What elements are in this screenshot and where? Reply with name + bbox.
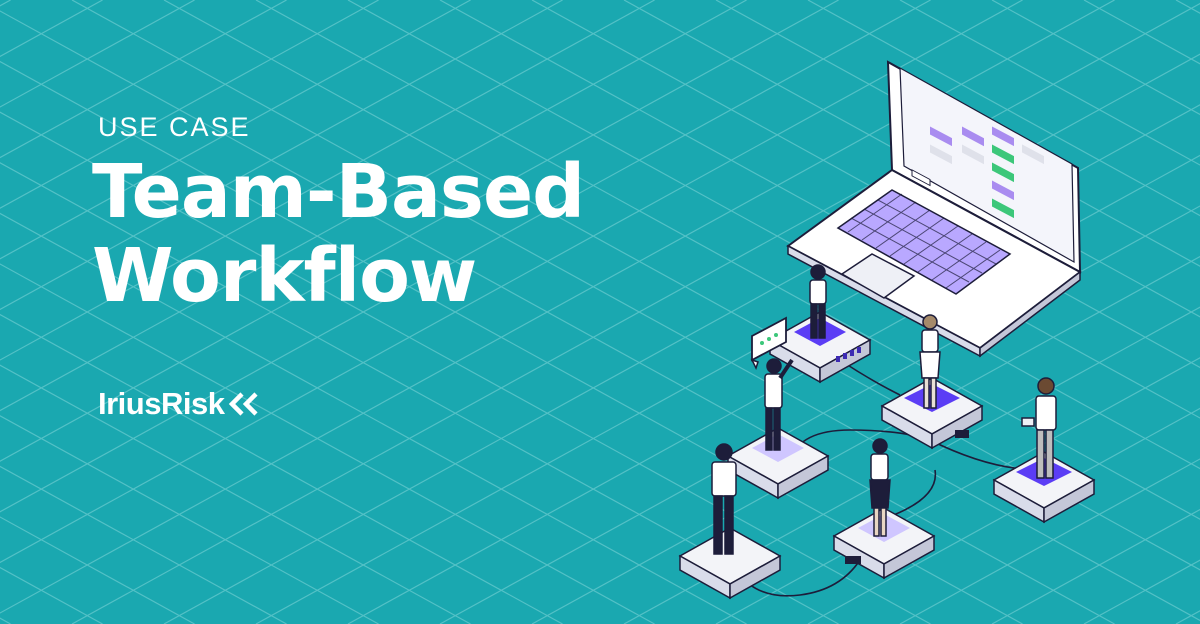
grid-line: [0, 313, 563, 624]
grid-line: [0, 0, 563, 311]
grid-line: [0, 111, 931, 624]
team-workflow-illustration: [679, 60, 1095, 599]
grid-line: [991, 508, 1200, 624]
title-line-2: Workflow: [92, 233, 477, 319]
page-title: Team-Based Workflow: [92, 149, 585, 319]
grid-line: [0, 60, 1023, 624]
grid-line: [0, 212, 747, 624]
grid-line: [0, 465, 287, 624]
grid-line: [531, 0, 1200, 369]
grid-line: [0, 516, 195, 624]
grid-line: [0, 364, 471, 624]
grid-line: [807, 407, 1200, 624]
laptop-illustration: [786, 60, 1082, 358]
grid-line: [0, 0, 11, 7]
grid-line: [0, 617, 11, 624]
platform-ports: [836, 347, 969, 564]
grid-line: [899, 0, 1200, 166]
person-figure-icon: [711, 264, 1057, 555]
grid-line: [0, 162, 839, 624]
grid-line: [899, 458, 1200, 624]
grid-line: [163, 0, 1200, 571]
chat-bubble-icon: [750, 316, 787, 370]
double-chevron-left-icon: [229, 392, 259, 416]
grid-line: [71, 0, 1200, 622]
grid-line: [0, 0, 471, 260]
brand-name: IriusRisk: [98, 386, 225, 421]
title-line-1: Team-Based: [92, 149, 585, 235]
grid-line: [0, 0, 379, 209]
grid-line: [991, 0, 1200, 116]
grid-line: [0, 263, 655, 624]
grid-line: [807, 0, 1200, 217]
grid-line: [623, 0, 1200, 318]
grid-line: [0, 0, 195, 108]
brand-logo: IriusRisk: [98, 386, 270, 422]
grid-line: [0, 415, 379, 624]
grid-line: [0, 0, 287, 159]
grid-line: [0, 10, 1115, 624]
screen-diagram: [911, 126, 1044, 219]
eyebrow-label: USE CASE: [98, 112, 251, 142]
